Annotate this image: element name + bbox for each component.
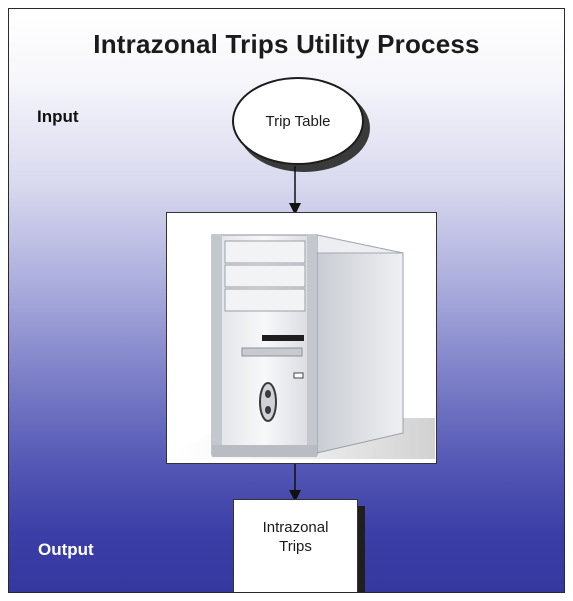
- trip-table-node-text: Trip Table: [265, 112, 331, 130]
- intrazonal-trips-node: Intrazonal Trips: [233, 499, 358, 592]
- desktop-computer-tower-icon: [177, 234, 435, 459]
- trip-table-node: Trip Table: [232, 77, 364, 165]
- diagram-title: Intrazonal Trips Utility Process: [93, 29, 480, 59]
- connector-arrows: [289, 166, 301, 502]
- computer-process-node: [166, 212, 437, 464]
- output-node-line-2: Trips: [279, 538, 312, 555]
- input-label: Input: [37, 107, 79, 126]
- output-node-line-1: Intrazonal: [262, 519, 329, 536]
- diagram-canvas: Intrazonal Trips Utility Process Input O…: [8, 8, 565, 593]
- output-label: Output: [38, 540, 94, 559]
